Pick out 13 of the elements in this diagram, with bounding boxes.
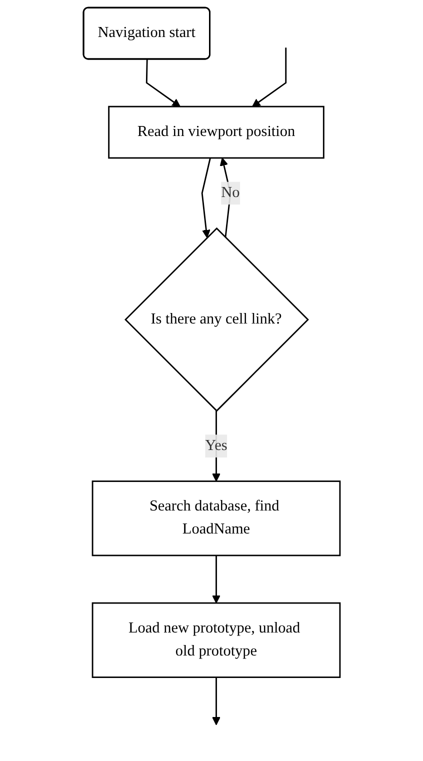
edge-label: Yes — [204, 437, 228, 454]
edge-label: No — [220, 184, 240, 201]
node-box — [108, 106, 324, 159]
arrow — [220, 158, 231, 238]
arrow — [212, 677, 220, 726]
node-box — [92, 602, 340, 678]
arrow — [146, 59, 180, 107]
arrow — [252, 48, 286, 107]
arrow — [212, 555, 220, 604]
arrow — [201, 158, 211, 238]
node-diamond — [124, 227, 309, 412]
flowchart: No Yes Navigation start Read in viewport position Is there any cell link? Search database, find LoadName Load new prototype, unload old prototype — [68, 0, 354, 761]
node-box — [92, 480, 340, 556]
